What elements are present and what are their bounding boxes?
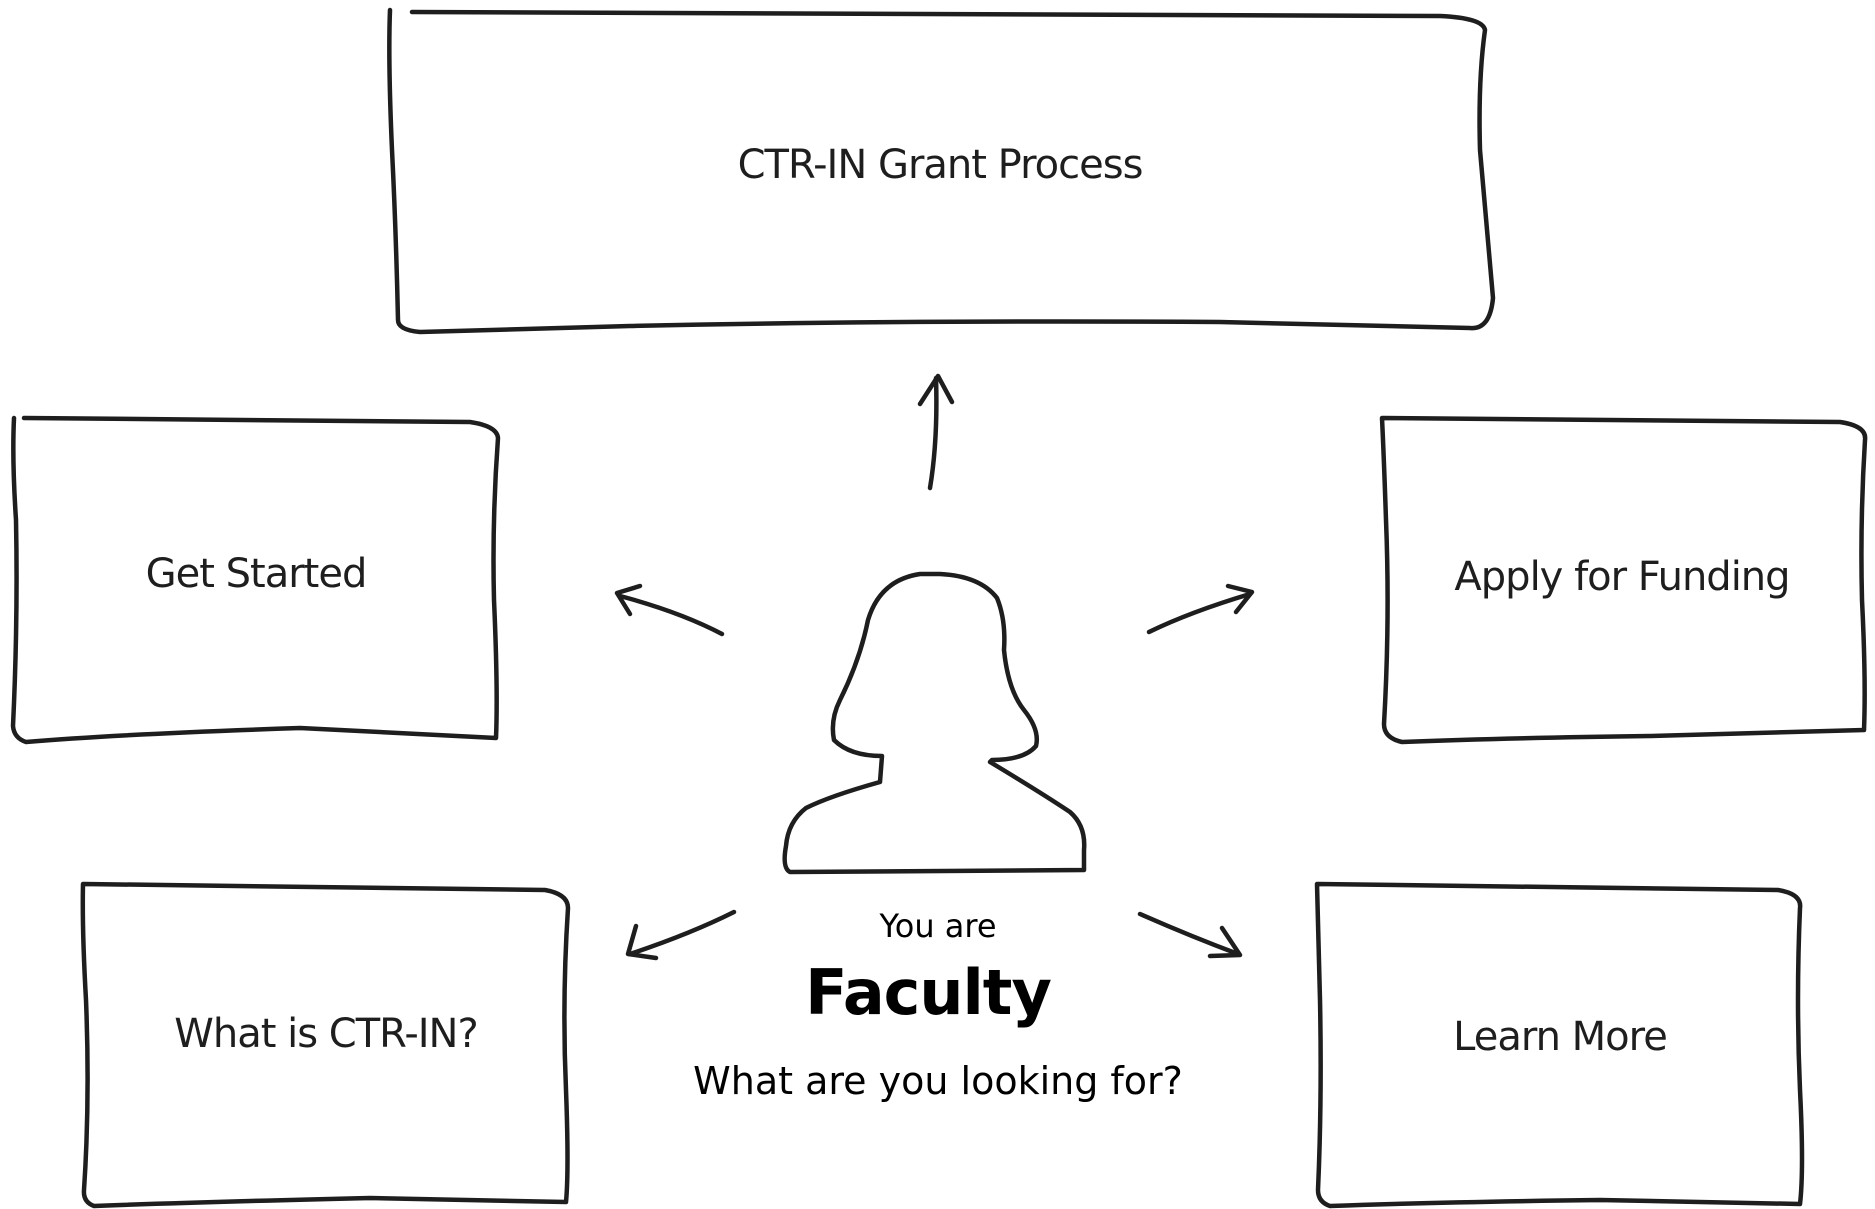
grant-process-label: CTR-IN Grant Process [738, 142, 1143, 188]
apply-funding-label: Apply for Funding [1454, 554, 1789, 600]
what-is-ctr-in-label: What is CTR-IN? [174, 1011, 477, 1057]
role-label: Faculty [805, 956, 1051, 1029]
learn-more-box[interactable]: Learn More [1314, 881, 1805, 1209]
arrow-to-grant-process [917, 373, 955, 491]
question-label: What are you looking for? [693, 1059, 1183, 1103]
learn-more-label: Learn More [1453, 1014, 1667, 1060]
person-silhouette-icon [782, 571, 1087, 875]
get-started-label: Get Started [146, 551, 367, 597]
arrow-to-get-started [614, 583, 725, 637]
arrow-to-what-is-ctr-in [625, 909, 737, 961]
what-is-ctr-in-box[interactable]: What is CTR-IN? [80, 881, 571, 1209]
arrow-to-apply-funding [1146, 583, 1255, 635]
you-are-label: You are [878, 907, 996, 945]
get-started-box[interactable]: Get Started [10, 415, 501, 745]
apply-funding-box[interactable]: Apply for Funding [1379, 415, 1868, 745]
arrow-to-learn-more [1137, 911, 1243, 959]
grant-process-box[interactable]: CTR-IN Grant Process [387, 7, 1496, 335]
